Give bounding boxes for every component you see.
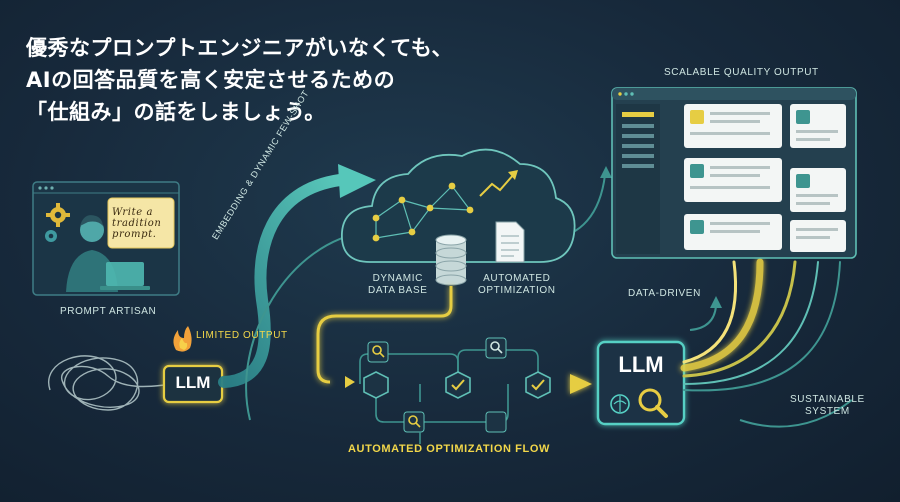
trend-icon	[479, 170, 518, 197]
headline-line-2: AIの回答品質を高く安定させるための	[26, 68, 396, 92]
automated-optimization-flow-label: AUTOMATED OPTIMIZATION FLOW	[348, 443, 550, 455]
headline-line-3: 「仕組み」の話をしましょう。	[26, 100, 326, 124]
sustainable-system-line-2: SYSTEM	[805, 406, 850, 417]
db-to-flow-pipe	[316, 286, 453, 384]
laptop-icon	[100, 262, 150, 290]
output-streams	[680, 258, 841, 392]
flow-nodes	[363, 371, 551, 399]
gear-small-icon	[45, 230, 57, 242]
tangled-thread	[48, 355, 166, 411]
dashboard-cards	[684, 104, 846, 252]
headline-line-1: 優秀なプロンプトエンジニアがいなくても、	[26, 36, 454, 60]
automated-optimization-label: AUTOMATED OPTIMIZATION	[478, 273, 556, 297]
gear-icon	[46, 203, 70, 227]
dynamic-database-line-2: DATA BASE	[368, 285, 428, 296]
limited-output-label: LIMITED OUTPUT	[196, 330, 288, 342]
embedding-arrow	[218, 174, 346, 388]
feedback-loop-left	[245, 231, 369, 421]
data-driven-label: DATA-DRIVEN	[628, 288, 701, 299]
note-line-2: tradition	[112, 218, 162, 229]
llm-right-label: LLM	[618, 352, 664, 377]
sustainable-loop	[739, 399, 853, 428]
person-icon	[66, 215, 118, 292]
prompt-artisan-label: PROMPT ARTISAN	[60, 306, 157, 317]
note-line-1: Write a	[112, 207, 154, 218]
data-driven-arrow	[689, 305, 717, 331]
flame-icon	[173, 326, 192, 352]
automated-optimization-line-1: AUTOMATED	[483, 273, 551, 284]
automated-optimization-line-2: OPTIMIZATION	[478, 285, 556, 296]
note-line-3: prompt.	[112, 229, 157, 240]
sustainable-system-line-1: SUSTAINABLE	[790, 394, 865, 405]
magnifier-icon	[638, 388, 668, 418]
llm-left-label: LLM	[175, 373, 211, 392]
dynamic-database-label: DYNAMIC DATA BASE	[368, 273, 428, 297]
brain-icon	[610, 394, 630, 414]
main-flow-head	[570, 374, 592, 394]
note-bubble	[107, 197, 175, 249]
feedback-loop-upper-head	[600, 166, 612, 178]
document-icon	[495, 221, 525, 263]
sustainable-system-label: SUSTAINABLE SYSTEM	[790, 394, 865, 418]
search-icon	[367, 337, 507, 433]
note-text: Write a tradition prompt.	[112, 207, 161, 240]
network-nodes	[372, 182, 474, 242]
dynamic-database-line-1: DYNAMIC	[372, 273, 423, 284]
headline: 優秀なプロンプトエンジニアがいなくても、 AIの回答品質を高く安定させるための …	[26, 32, 453, 128]
data-driven-arrow-head	[710, 296, 722, 308]
database-icon	[435, 234, 467, 286]
embedding-arrow-head	[338, 164, 376, 198]
limited-output-text: LIMITED OUTPUT	[196, 330, 288, 341]
scalable-quality-output-label: SCALABLE QUALITY OUTPUT	[664, 67, 819, 78]
